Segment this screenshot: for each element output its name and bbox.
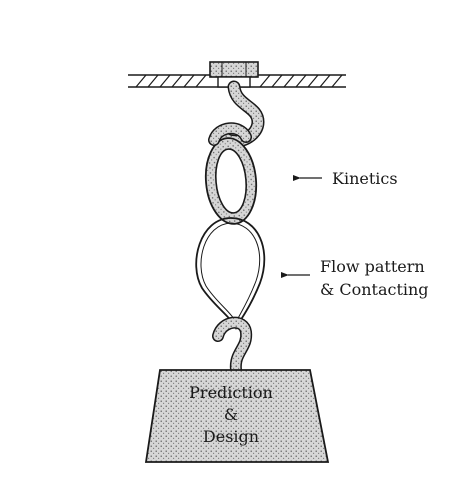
bottom-hook <box>212 316 253 376</box>
weight-line-1: Prediction <box>189 383 273 402</box>
weight-line-2: & <box>224 405 238 424</box>
flow-pattern-label-line-1: Flow pattern <box>320 257 425 276</box>
kinetics-link <box>204 137 258 225</box>
weight-line-3: Design <box>203 427 259 446</box>
kinetics-label: Kinetics <box>332 169 398 188</box>
ceiling <box>128 74 346 88</box>
weight: Prediction & Design <box>144 369 330 463</box>
flow-pattern-label-line-2: & Contacting <box>320 280 429 299</box>
flow-pattern-link <box>195 217 266 331</box>
